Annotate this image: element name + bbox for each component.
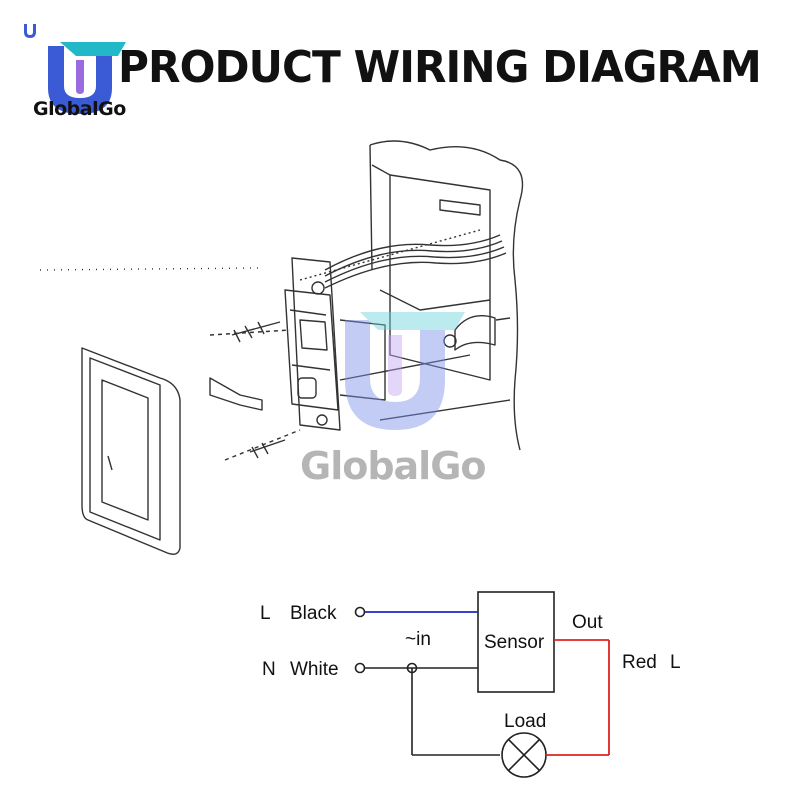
corner-logo-icon (24, 24, 36, 38)
neutral-label: N (262, 659, 276, 680)
wires (324, 234, 501, 271)
line-terminal (354, 606, 366, 618)
red-terminal-label: L (670, 652, 681, 673)
brand-logo (18, 26, 148, 126)
sensor-box (477, 591, 555, 693)
wall-left-edge (369, 144, 373, 271)
black-wire-label: Black (290, 603, 337, 624)
watermark-logo-mark (345, 312, 465, 430)
red-wire-label: Red (622, 652, 657, 673)
neutral-terminal (354, 662, 366, 674)
sensor-body (284, 289, 339, 411)
output-label: Out (572, 612, 603, 633)
wall-plate-outer (81, 347, 181, 555)
screw-top (231, 321, 281, 343)
brand-logo-text: GlobalGo (33, 98, 126, 120)
switch-bracket (291, 257, 341, 431)
screw-bottom (249, 439, 286, 459)
page-title: PRODUCT WIRING DIAGRAM (118, 42, 762, 93)
line-label: L (260, 603, 271, 624)
white-wire-label: White (290, 659, 339, 680)
input-label: ~in (405, 629, 431, 650)
red-wire (546, 639, 610, 756)
mounting-clip (209, 377, 263, 411)
watermark-text: GlobalGo (300, 444, 486, 488)
wall-outline (369, 140, 524, 451)
sensor-label: Sensor (484, 632, 545, 653)
brand-logo-mark (48, 42, 126, 114)
load-label: Load (504, 711, 546, 732)
